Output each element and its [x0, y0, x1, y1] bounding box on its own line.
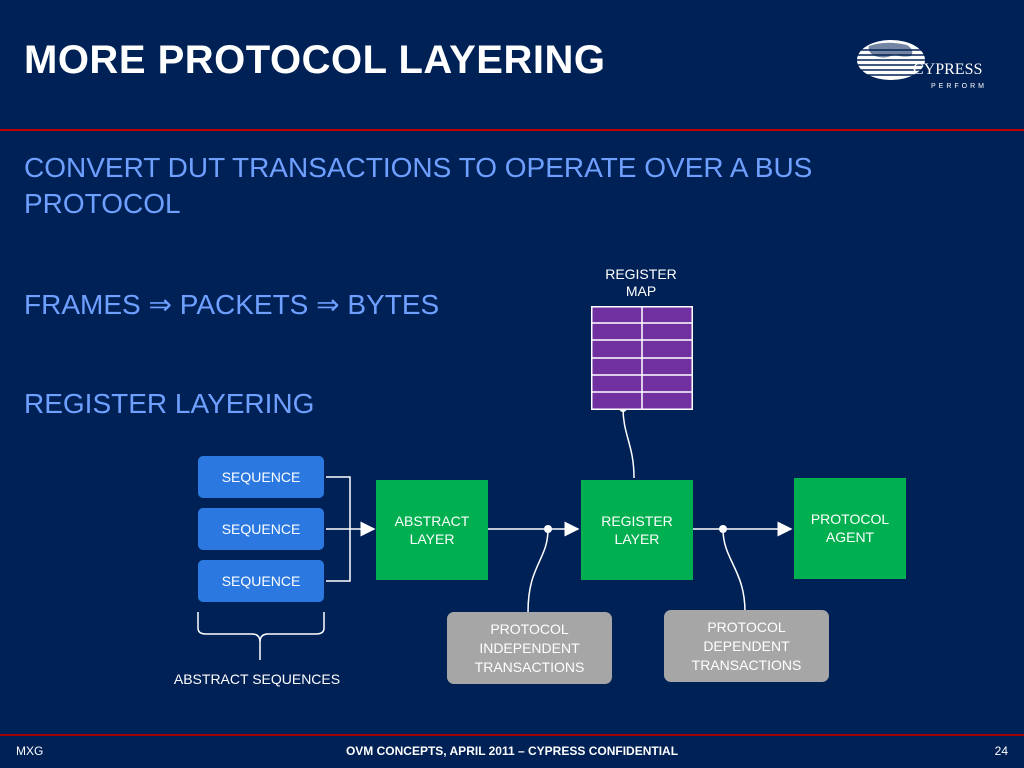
bullet-convert-dut: CONVERT DUT TRANSACTIONS TO OPERATE OVER… [24, 152, 813, 219]
logo-tagline: PERFORM [931, 83, 987, 90]
protocol-agent-label: PROTOCOL AGENT [810, 511, 890, 545]
bullet-frames-packets-bytes: FRAMES ⇒ PACKETS ⇒ BYTES [24, 287, 439, 323]
protocol-agent-box: PROTOCOL AGENT [794, 478, 906, 579]
dependent-connector [722, 528, 746, 613]
implies-arrow-icon: ⇒ [316, 289, 340, 320]
logo-wordmark: CYPRESS [913, 61, 982, 78]
protocol-independent-transactions-box: PROTOCOL INDEPENDENT TRANSACTIONS [447, 612, 612, 684]
register-map-grid [591, 306, 693, 410]
abstract-layer-box: ABSTRACT LAYER [376, 480, 488, 580]
abstract-sequences-brace [197, 612, 325, 660]
title-divider [0, 129, 1024, 131]
independent-connector [527, 528, 549, 613]
abstract-sequences-label: ABSTRACT SEQUENCES [173, 671, 341, 687]
packets-text: PACKETS [179, 289, 309, 320]
register-layer-box: REGISTER LAYER [581, 480, 693, 580]
sequence-box-2: SEQUENCE [198, 508, 324, 550]
footer-author: MXG [16, 744, 44, 758]
sequence-box-1: SEQUENCE [198, 456, 324, 498]
protocol-dependent-transactions-box: PROTOCOL DEPENDENT TRANSACTIONS [664, 610, 829, 682]
register-map-connector [622, 407, 635, 479]
footer-divider [0, 734, 1024, 736]
cypress-logo: CYPRESS PERFORM [857, 40, 987, 90]
sequence-box-3: SEQUENCE [198, 560, 324, 602]
frames-text: FRAMES [24, 289, 141, 320]
globe-icon [857, 40, 925, 80]
slide-title: MORE PROTOCOL LAYERING [24, 38, 606, 82]
footer-confidential: OVM CONCEPTS, APRIL 2011 – CYPRESS CONFI… [345, 744, 679, 758]
register-map-label: REGISTER MAP [605, 266, 677, 299]
page-number: 24 [994, 744, 1008, 758]
bullet-register-layering: REGISTER LAYERING [24, 388, 315, 419]
implies-arrow-icon: ⇒ [148, 289, 172, 320]
bytes-text: BYTES [347, 289, 440, 320]
